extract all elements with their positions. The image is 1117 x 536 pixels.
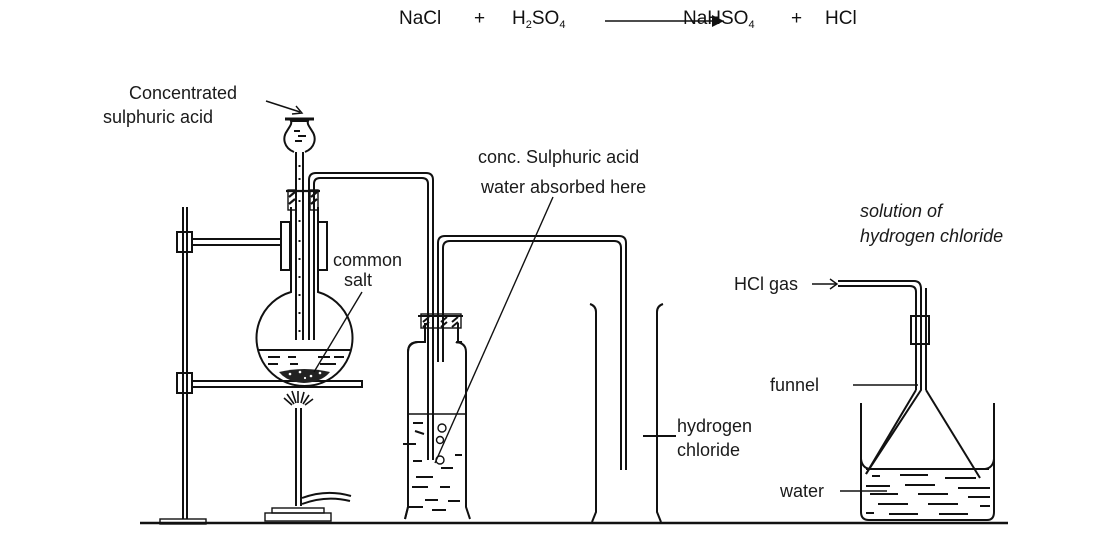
rubber-connector: [910, 315, 930, 345]
retort-stand: [159, 207, 363, 525]
label-water: water: [779, 481, 824, 501]
label-solution-of: solution of: [860, 201, 944, 221]
product-nahso4: NaHSO4: [683, 8, 755, 31]
label-hcl-gas: HCl gas: [734, 274, 798, 294]
label-funnel: funnel: [770, 375, 819, 395]
label-chloride: chloride: [677, 440, 740, 460]
plus-sign-2: +: [791, 8, 802, 29]
plus-sign: +: [474, 8, 485, 29]
reactant-h2so4: H2SO4: [512, 8, 565, 31]
product-hcl: HCl: [825, 8, 857, 29]
common-salt: [279, 369, 330, 383]
flame-icon: [283, 390, 314, 406]
clamp-boss-upper: [176, 231, 193, 253]
reaction-arrow-head-icon: [712, 15, 724, 27]
label-conc-sulphuric-acid: conc. Sulphuric acid: [478, 147, 639, 167]
funnel-and-beaker: [838, 280, 995, 521]
drying-bottle: [403, 235, 627, 520]
chemical-equation: NaCl + H2SO4 NaHSO4 + HCl: [399, 8, 857, 31]
arrow-icon: [829, 278, 839, 290]
label-water-absorbed: water absorbed here: [480, 177, 646, 197]
label-hydrogen-chloride-solution: hydrogen chloride: [860, 226, 1003, 246]
arrow-icon: [291, 105, 304, 115]
label-hydrogen: hydrogen: [677, 416, 752, 436]
labels: Concentrated sulphuric acid common salt …: [103, 83, 1003, 501]
gas-jar: [589, 303, 664, 523]
clamp-boss-lower: [176, 372, 193, 394]
label-common: common: [333, 250, 402, 270]
bunsen-burner: [264, 390, 352, 522]
label-salt: salt: [344, 270, 372, 290]
round-bottom-flask: [255, 117, 434, 460]
label-concentrated: Concentrated: [129, 83, 237, 103]
label-sulphuric-acid: sulphuric acid: [103, 107, 213, 127]
tripod-gauze: [191, 380, 363, 388]
reactant-nacl: NaCl: [399, 8, 441, 29]
